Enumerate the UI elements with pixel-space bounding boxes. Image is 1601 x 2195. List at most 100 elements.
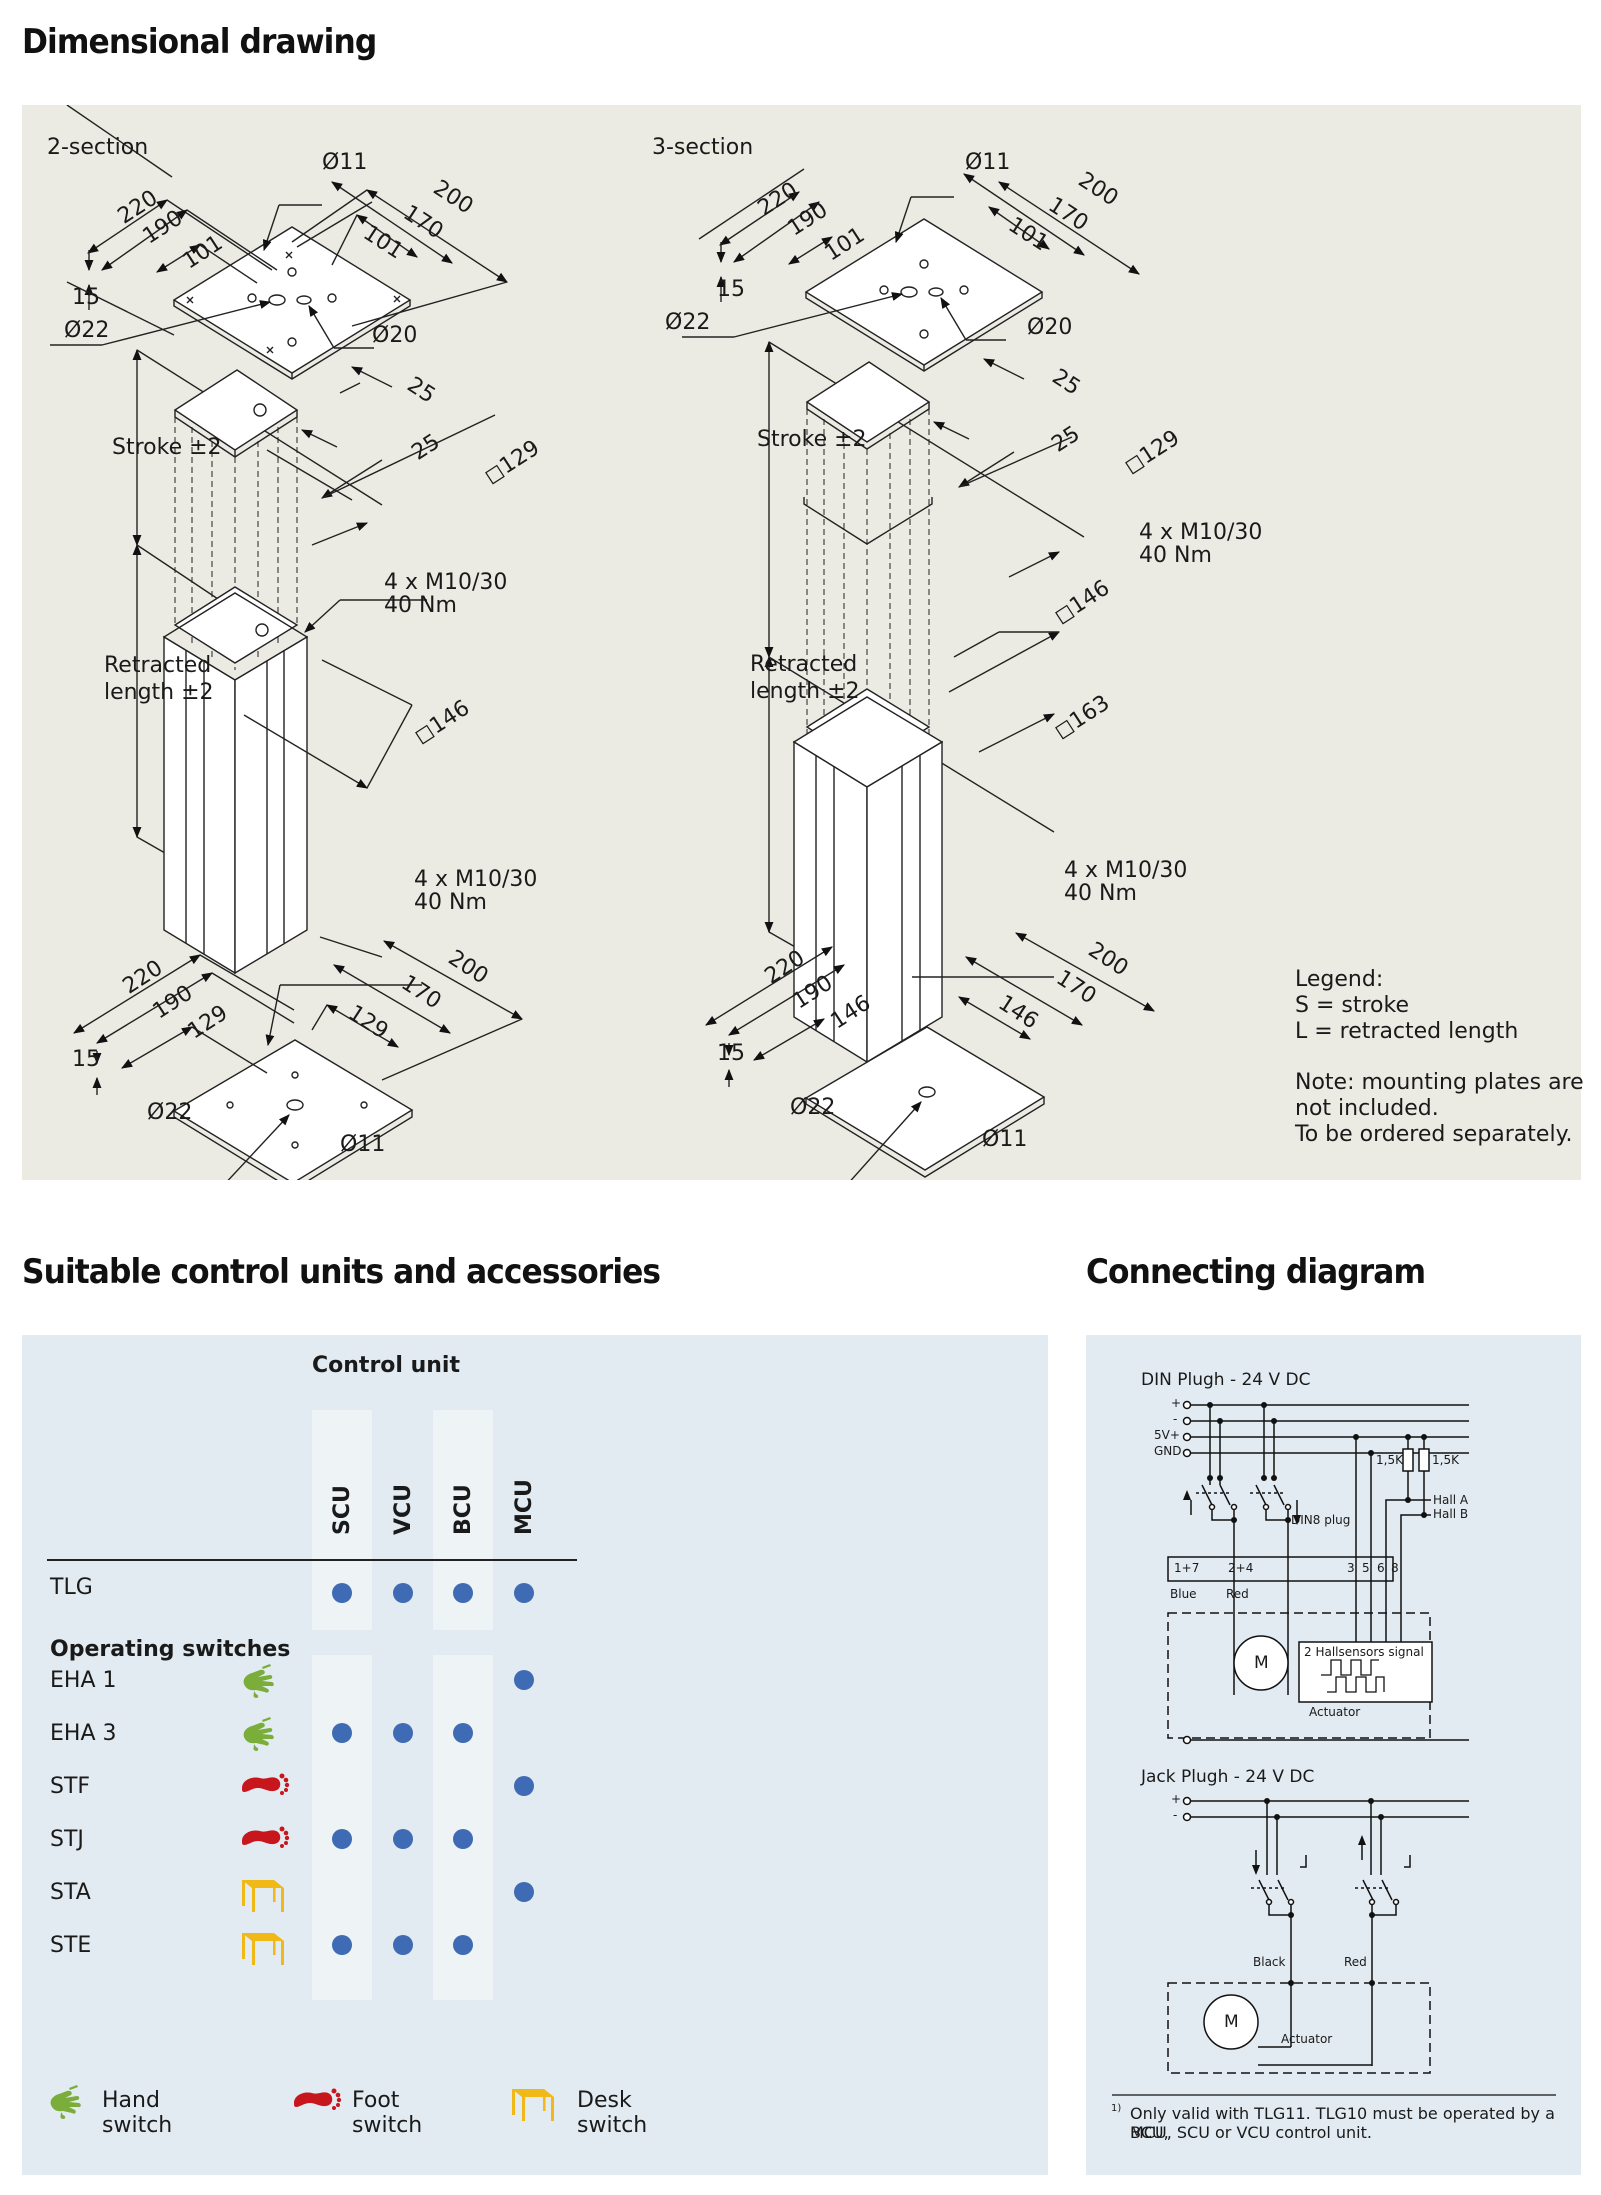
compat-dot [453,1829,473,1849]
resistor-label: 1,5K [1432,1453,1459,1467]
dim-label: 15 [717,277,745,302]
legend-note: To be ordered separately. [1295,1122,1573,1147]
compat-dot-tlg-vcu [393,1583,413,1603]
legend-foot-label: Foot switch [352,2088,423,2138]
two-section-body [162,586,309,975]
din-rail-label: 5V+ [1154,1428,1180,1442]
bolt-label: 4 x M10/30 [414,867,538,892]
compat-dot [514,1670,534,1690]
compat-dot [393,1935,413,1955]
compat-dot [514,1882,534,1902]
compat-dot [453,1723,473,1743]
hand-icon [240,1664,284,1702]
desk-icon [240,1876,286,1916]
heading-suitable-control-units: Suitable control units and accessories [22,1252,661,1292]
hand-icon [47,2085,91,2123]
retracted-label: length ±2 [104,680,214,705]
din-title: DIN Plugh - 24 V DC [1141,1370,1311,1390]
retracted-label: Retracted [104,653,212,678]
compat-dot-tlg-scu [332,1583,352,1603]
jack-motor-label: M [1224,2012,1239,2032]
jack-rail-label: + [1171,1792,1182,1806]
wiring-diagram-svg [1112,1400,1556,2096]
bolt-label: 40 Nm [1139,543,1212,568]
compat-dot-tlg-mcu [514,1583,534,1603]
din-rail-label: GND [1154,1444,1182,1458]
pin-label: 5 [1362,1561,1370,1575]
row-name: STA [50,1880,91,1905]
bolt-label: 40 Nm [414,890,487,915]
legend-title: Legend: [1295,967,1384,992]
row-name: EHA 3 [50,1721,117,1746]
motor-label: M [1254,1653,1269,1673]
bolt-label: 4 x M10/30 [1139,520,1263,545]
row-name: STJ [50,1827,84,1852]
two-section-title: 2-section [47,135,149,160]
dimensional-drawing-svg [50,105,1155,1180]
dim-label: 15 [72,1047,100,1072]
hall-label: Hall B [1433,1507,1469,1521]
stroke-label: Stroke ±2 [112,435,222,460]
two-section-bottom-plate [172,1039,414,1180]
dim-label: Ø20 [1027,315,1073,340]
resistor-label: 1,5K [1376,1453,1403,1467]
dim-label: Ø11 [340,1132,386,1157]
din-switch-left [1190,1405,1238,1540]
retracted-label: Retracted [750,652,858,677]
hall-label: Hall A [1433,1493,1469,1507]
compat-dot [514,1776,534,1796]
pin-label: 1+7 [1174,1561,1200,1575]
dim-label: Ø11 [982,1127,1028,1152]
jack-wiring [1167,1796,1469,2074]
column-header-mcu: MCU [512,1479,537,1535]
pin-label: 6 [1377,1561,1385,1575]
dimensional-drawing-panel: 2-section Ø11 220 190 101 101 170 200 15… [22,105,1584,1180]
arrows [1183,1490,1366,1875]
legend-item: L = retracted length [1295,1019,1519,1044]
compat-dot [393,1829,413,1849]
row-name: STF [50,1774,91,1799]
footnote-line: MCU, SCU or VCU control unit. [1130,2123,1372,2142]
row-name: EHA 1 [50,1668,117,1693]
pin-label: 3 [1347,1561,1355,1575]
bolt-label: 40 Nm [384,593,457,618]
dim-label: Ø11 [322,150,368,175]
dim-label: Ø20 [372,323,418,348]
desk-icon [240,1929,286,1969]
column-header-bcu: BCU [451,1484,476,1535]
column-header-scu: SCU [330,1485,355,1535]
row-name: STE [50,1933,92,1958]
foot-icon [292,2085,344,2115]
hand-icon [240,1717,284,1755]
compat-dot [332,1829,352,1849]
jack-rail-label: - [1173,1808,1178,1822]
legend-item: S = stroke [1295,993,1409,1018]
legend-desk-label: Desk switch [577,2088,648,2138]
row-name-tlg: TLG [50,1575,93,1600]
compat-dot [332,1723,352,1743]
din-switch-right [1250,1405,1298,1540]
operating-switches-header: Operating switches [50,1637,291,1662]
legend-hand-label: Hand switch [102,2088,173,2138]
wire-label: Blue [1170,1587,1197,1601]
foot-icon [240,1823,292,1853]
bolt-label: 4 x M10/30 [384,570,508,595]
compat-dot [393,1723,413,1743]
legend-note: not included. [1295,1096,1439,1121]
three-section-title: 3-section [652,135,754,160]
jack-rails [1182,1735,1469,1745]
din8-plug-label: DIN8 plug [1291,1513,1351,1527]
foot-icon [240,1770,292,1800]
desk-icon [510,2085,556,2125]
stroke-label: Stroke ±2 [757,427,867,452]
column-header-vcu: VCU [391,1483,416,1535]
dim-label: Ø22 [665,310,711,335]
legend-note: Note: mounting plates are [1295,1070,1584,1095]
dim-label: Ø22 [790,1095,836,1120]
jack-title: Jack Plugh - 24 V DC [1141,1767,1315,1787]
pin-label: 8 [1391,1561,1399,1575]
footnote-line: Only valid with TLG11. TLG10 must be ope… [1130,2104,1555,2142]
retracted-label: length ±2 [750,679,860,704]
compat-dot [332,1935,352,1955]
control-units-panel: Control unit SCU VCU BCU MCU TLG Operati… [22,1335,1048,2175]
